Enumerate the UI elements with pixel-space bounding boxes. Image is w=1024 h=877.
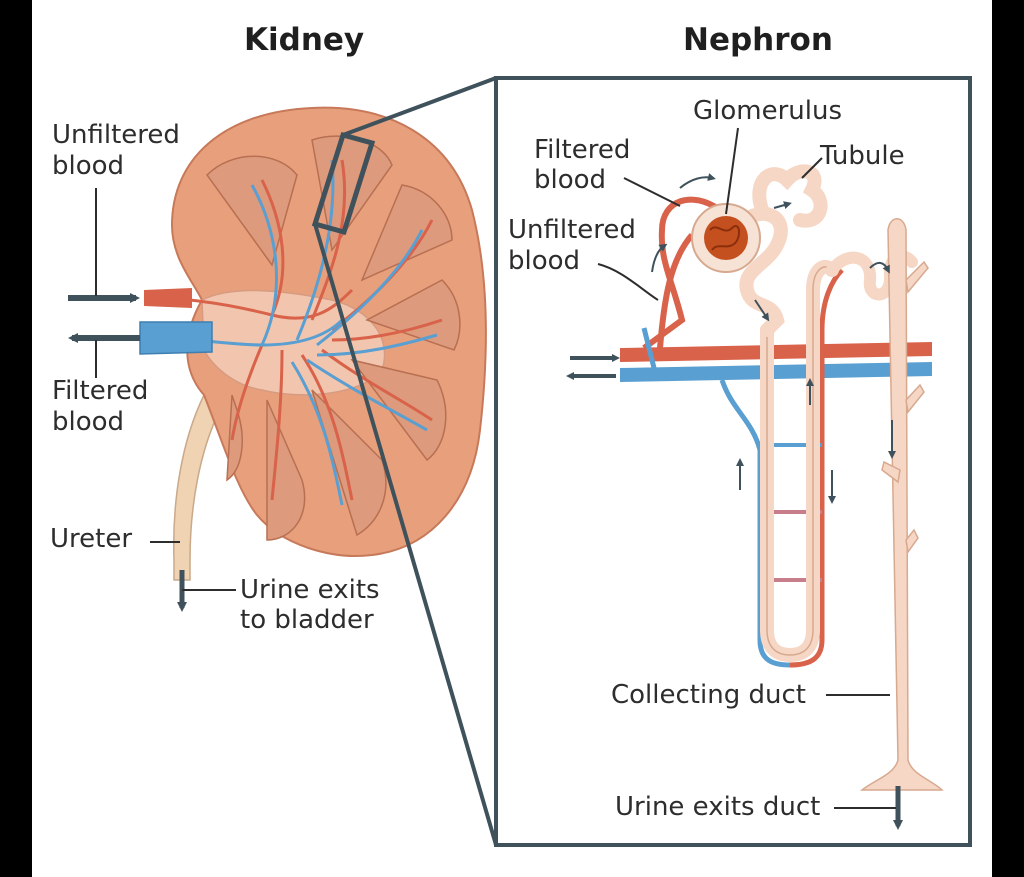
nephron-unfiltered-blood-label-line1: Unfiltered [508, 215, 636, 245]
nephron-unfiltered-blood-label-line2: blood [508, 246, 581, 276]
collecting-duct-branches [881, 260, 929, 554]
renal-vein [139, 321, 213, 355]
renal-artery [144, 288, 192, 308]
collecting-duct [859, 218, 944, 791]
nephron-filtered-blood-label-line2: blood [534, 165, 607, 195]
kidney-filtered-blood-label-line2: blood [52, 407, 125, 437]
efferent-arteriole [642, 196, 722, 351]
glomerulus-label: Glomerulus [693, 96, 843, 126]
nephron-flow-arrows [651, 173, 896, 504]
nephron-filtered-blood-label-line1: Filtered [534, 135, 631, 165]
kidney-leader-lines [95, 188, 236, 591]
nephron-vein [620, 362, 932, 382]
glomerulus-coils [709, 225, 740, 251]
diagram-page: Kidney Nephron Unfiltered blood Filtered… [32, 0, 992, 877]
nephron-artery [620, 342, 932, 362]
ureter-label: Ureter [50, 524, 133, 554]
kidney-filtered-blood-label-line1: Filtered [52, 376, 149, 406]
kidney-veins [151, 159, 438, 506]
urine-exits-label-line2: to bladder [240, 605, 374, 635]
kidney-nephron-diagram [68, 76, 972, 847]
urine-exits-duct-label: Urine exits duct [615, 792, 821, 822]
zoom-line-top [342, 76, 497, 137]
kidney-title: Kidney [244, 22, 365, 58]
collecting-duct-label: Collecting duct [611, 680, 806, 710]
zoom-line-bottom [313, 223, 498, 846]
nephron-illustration [566, 164, 944, 830]
glomerulus-ball [704, 216, 748, 260]
tubule-label: Tubule [820, 141, 905, 171]
kidney-zoom-box [311, 131, 376, 236]
loop-of-henle-edge [766, 266, 833, 656]
proximal-tubule [737, 206, 788, 337]
ureter-tube [173, 393, 221, 581]
vasa-recta-red [789, 268, 844, 668]
urine-exits-label-line1: Urine exits [240, 575, 380, 605]
kidney-unfiltered-blood-label-line1: Unfiltered [52, 120, 180, 150]
vein-branch [641, 327, 657, 369]
kidney-illustration [139, 106, 487, 581]
kidney-unfiltered-blood-label-line2: blood [52, 151, 125, 181]
vasa-recta-blue [719, 379, 791, 668]
nephron-title: Nephron [683, 22, 833, 58]
nephron-leader-lines [597, 127, 896, 809]
